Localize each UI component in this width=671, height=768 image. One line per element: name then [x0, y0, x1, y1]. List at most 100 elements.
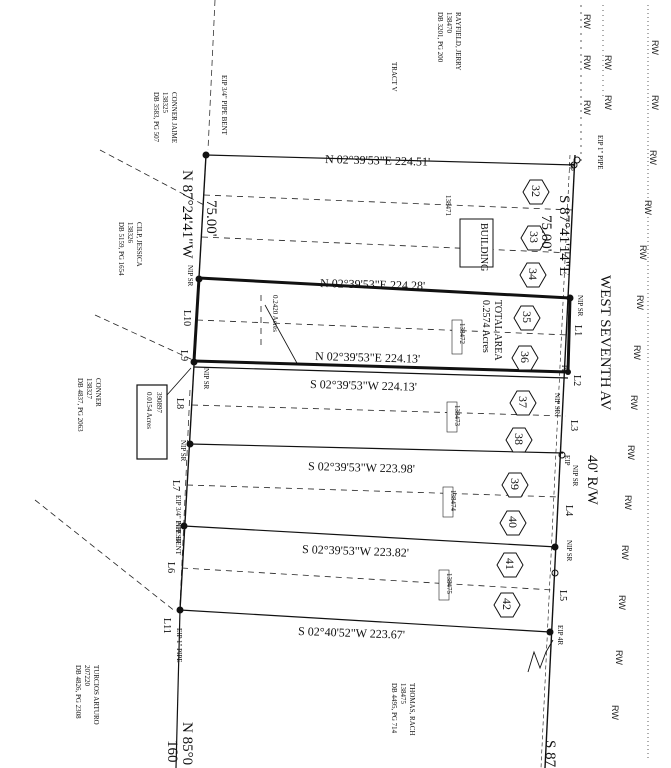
distance-bottom: 160: [164, 740, 180, 763]
svg-text:DB 4826, PG 2308: DB 4826, PG 2308: [74, 665, 82, 719]
line-label: L7: [170, 480, 181, 491]
rw-mark: RW: [632, 345, 642, 360]
svg-text:138327: 138327: [85, 378, 93, 400]
lot-marker: 35: [513, 305, 541, 331]
svg-text:BUILDING: BUILDING: [478, 223, 489, 271]
svg-text:NIP SR: NIP SR: [565, 540, 573, 562]
bearing-lot-36-south: S 02°39'53"W 224.13': [310, 377, 417, 394]
svg-text:NIP SR: NIP SR: [553, 393, 561, 415]
monument-labels: EIP 3/4" PIPE BENT EIP 3/4" PIPE BENT EI…: [174, 75, 604, 663]
svg-text:39: 39: [508, 478, 522, 490]
monument-points: [176, 151, 581, 636]
svg-text:CONNER JAIME: CONNER JAIME: [170, 92, 178, 143]
rw-mark: RW: [582, 14, 592, 29]
lot-markers: 32 33 34 35 36 37 38 39 40 41 42: [493, 179, 550, 618]
bearing-bottom-right: S 87: [542, 740, 558, 768]
line-label: L11: [161, 618, 172, 634]
rw-mark: RW: [629, 395, 639, 410]
lot-marker: 33: [520, 225, 548, 251]
line-label: L9: [178, 350, 189, 361]
svg-text:41: 41: [503, 558, 517, 570]
svg-text:EIP 3/4" PIPE BENT: EIP 3/4" PIPE BENT: [220, 75, 228, 136]
line-label: L10: [181, 310, 192, 326]
bearing-labels: N 02°39'53"E 224.51' N 02°39'53"E 224.28…: [164, 152, 572, 768]
svg-text:NIP SR: NIP SR: [571, 465, 579, 487]
line-label: L4: [563, 505, 574, 516]
svg-text:35: 35: [520, 311, 534, 323]
street-row-width: 40' R/W: [584, 455, 600, 506]
svg-text:138475: 138475: [399, 683, 407, 705]
svg-text:138325: 138325: [161, 92, 169, 114]
owner-conner: CONNER 138327 DB 4837, PG 2063: [76, 378, 102, 432]
rw-mark: RW: [648, 150, 658, 165]
svg-text:138470: 138470: [445, 12, 453, 34]
bearing-lot-38: S 02°39'53"W 223.98': [308, 459, 415, 476]
rw-mark: RW: [620, 545, 630, 560]
svg-text:TURCIOS ARTURO: TURCIOS ARTURO: [92, 665, 100, 725]
street-name: WEST SEVENTH AV: [597, 275, 613, 410]
svg-text:42: 42: [500, 598, 514, 610]
bearing-east-line: S 87°41'14"E: [556, 195, 572, 276]
svg-text:PP: PP: [560, 365, 568, 373]
svg-text:32: 32: [529, 185, 543, 197]
svg-text:NIP SR: NIP SR: [186, 265, 194, 287]
rw-marks-east: RW RW RW RW RW RW RW RW RW RW RW RW RW R…: [610, 40, 660, 720]
lot-lines: [179, 154, 576, 633]
rw-mark: RW: [626, 445, 636, 460]
rw-mark: RW: [635, 295, 645, 310]
line-label: L2: [571, 375, 582, 386]
svg-text:34: 34: [526, 268, 540, 280]
owner-rayfield: RAYFIELD, JERRY 138470 DB 3201, PG 200: [436, 12, 462, 70]
svg-text:DB 5159, PG 1654: DB 5159, PG 1654: [117, 222, 125, 276]
svg-text:DB 4837, PG 2063: DB 4837, PG 2063: [76, 378, 84, 432]
line-label: L6: [165, 562, 176, 573]
svg-text:207220: 207220: [83, 665, 91, 687]
lot-marker: 37: [509, 390, 537, 416]
svg-text:138475: 138475: [445, 573, 453, 595]
svg-text:36: 36: [518, 351, 532, 363]
lot-marker: 40: [499, 510, 527, 536]
rw-mark: RW: [603, 55, 613, 70]
bearing-west-line: N 87°24'41"W: [179, 170, 195, 259]
owner-thomas: THOMAS, RACH 138475 DB 4495, PG 714: [390, 683, 416, 736]
svg-text:EIP 3/4" PIPE BENT: EIP 3/4" PIPE BENT: [174, 495, 182, 556]
parcel-ids: 138471 138472 138473 138474 138475: [438, 195, 466, 601]
line-label: L8: [174, 398, 185, 409]
rw-marks-west: RW RW RW RW RW: [582, 14, 613, 115]
lot-marker: 32: [522, 179, 550, 205]
rw-mark: RW: [617, 595, 627, 610]
rw-mark: RW: [650, 95, 660, 110]
svg-text:NIP SR: NIP SR: [179, 440, 187, 462]
owner-cilp: CILP, JESSICA 138326 DB 5159, PG 1654: [117, 222, 143, 276]
svg-text:EIP 1" PIPE: EIP 1" PIPE: [596, 135, 604, 170]
svg-text:138474: 138474: [449, 490, 457, 512]
owner-turcios: TURCIOS ARTURO 207220 DB 4826, PG 2308: [74, 665, 100, 725]
distance-east-line: 75.00': [538, 215, 554, 252]
svg-text:NIP SR: NIP SR: [576, 295, 584, 317]
tract-label: TRACT V: [390, 62, 398, 92]
svg-text:NIP SR: NIP SR: [202, 368, 210, 390]
area-box: 390897 0.0154 Acres: [136, 367, 192, 460]
west-boundary: [175, 154, 207, 768]
svg-text:390897: 390897: [155, 392, 163, 414]
lot-marker: 38: [505, 427, 533, 453]
right-of-way-lines: [179, 0, 649, 760]
rw-mark: RW: [650, 40, 660, 55]
east-boundary: [527, 154, 576, 768]
leader-lines: [34, 149, 205, 613]
svg-text:NIP SR: NIP SR: [174, 522, 182, 544]
line-label: L3: [568, 420, 579, 431]
total-area-value: 0.2574 Acres: [480, 300, 491, 353]
bearing-top-line: N 02°39'53"E 224.51': [325, 152, 430, 169]
svg-text:37: 37: [516, 396, 530, 408]
svg-text:138471: 138471: [444, 195, 452, 217]
svg-text:138472: 138472: [458, 323, 466, 345]
lot-marker: 42: [493, 592, 521, 618]
svg-text:CONNER: CONNER: [94, 378, 102, 407]
svg-text:PP: PP: [567, 163, 575, 171]
svg-text:THOMAS, RACH: THOMAS, RACH: [408, 683, 416, 736]
interior-lot-lines: [181, 194, 574, 591]
rw-mark: RW: [643, 200, 653, 215]
bearing-bottom: N 85°0: [179, 722, 195, 765]
